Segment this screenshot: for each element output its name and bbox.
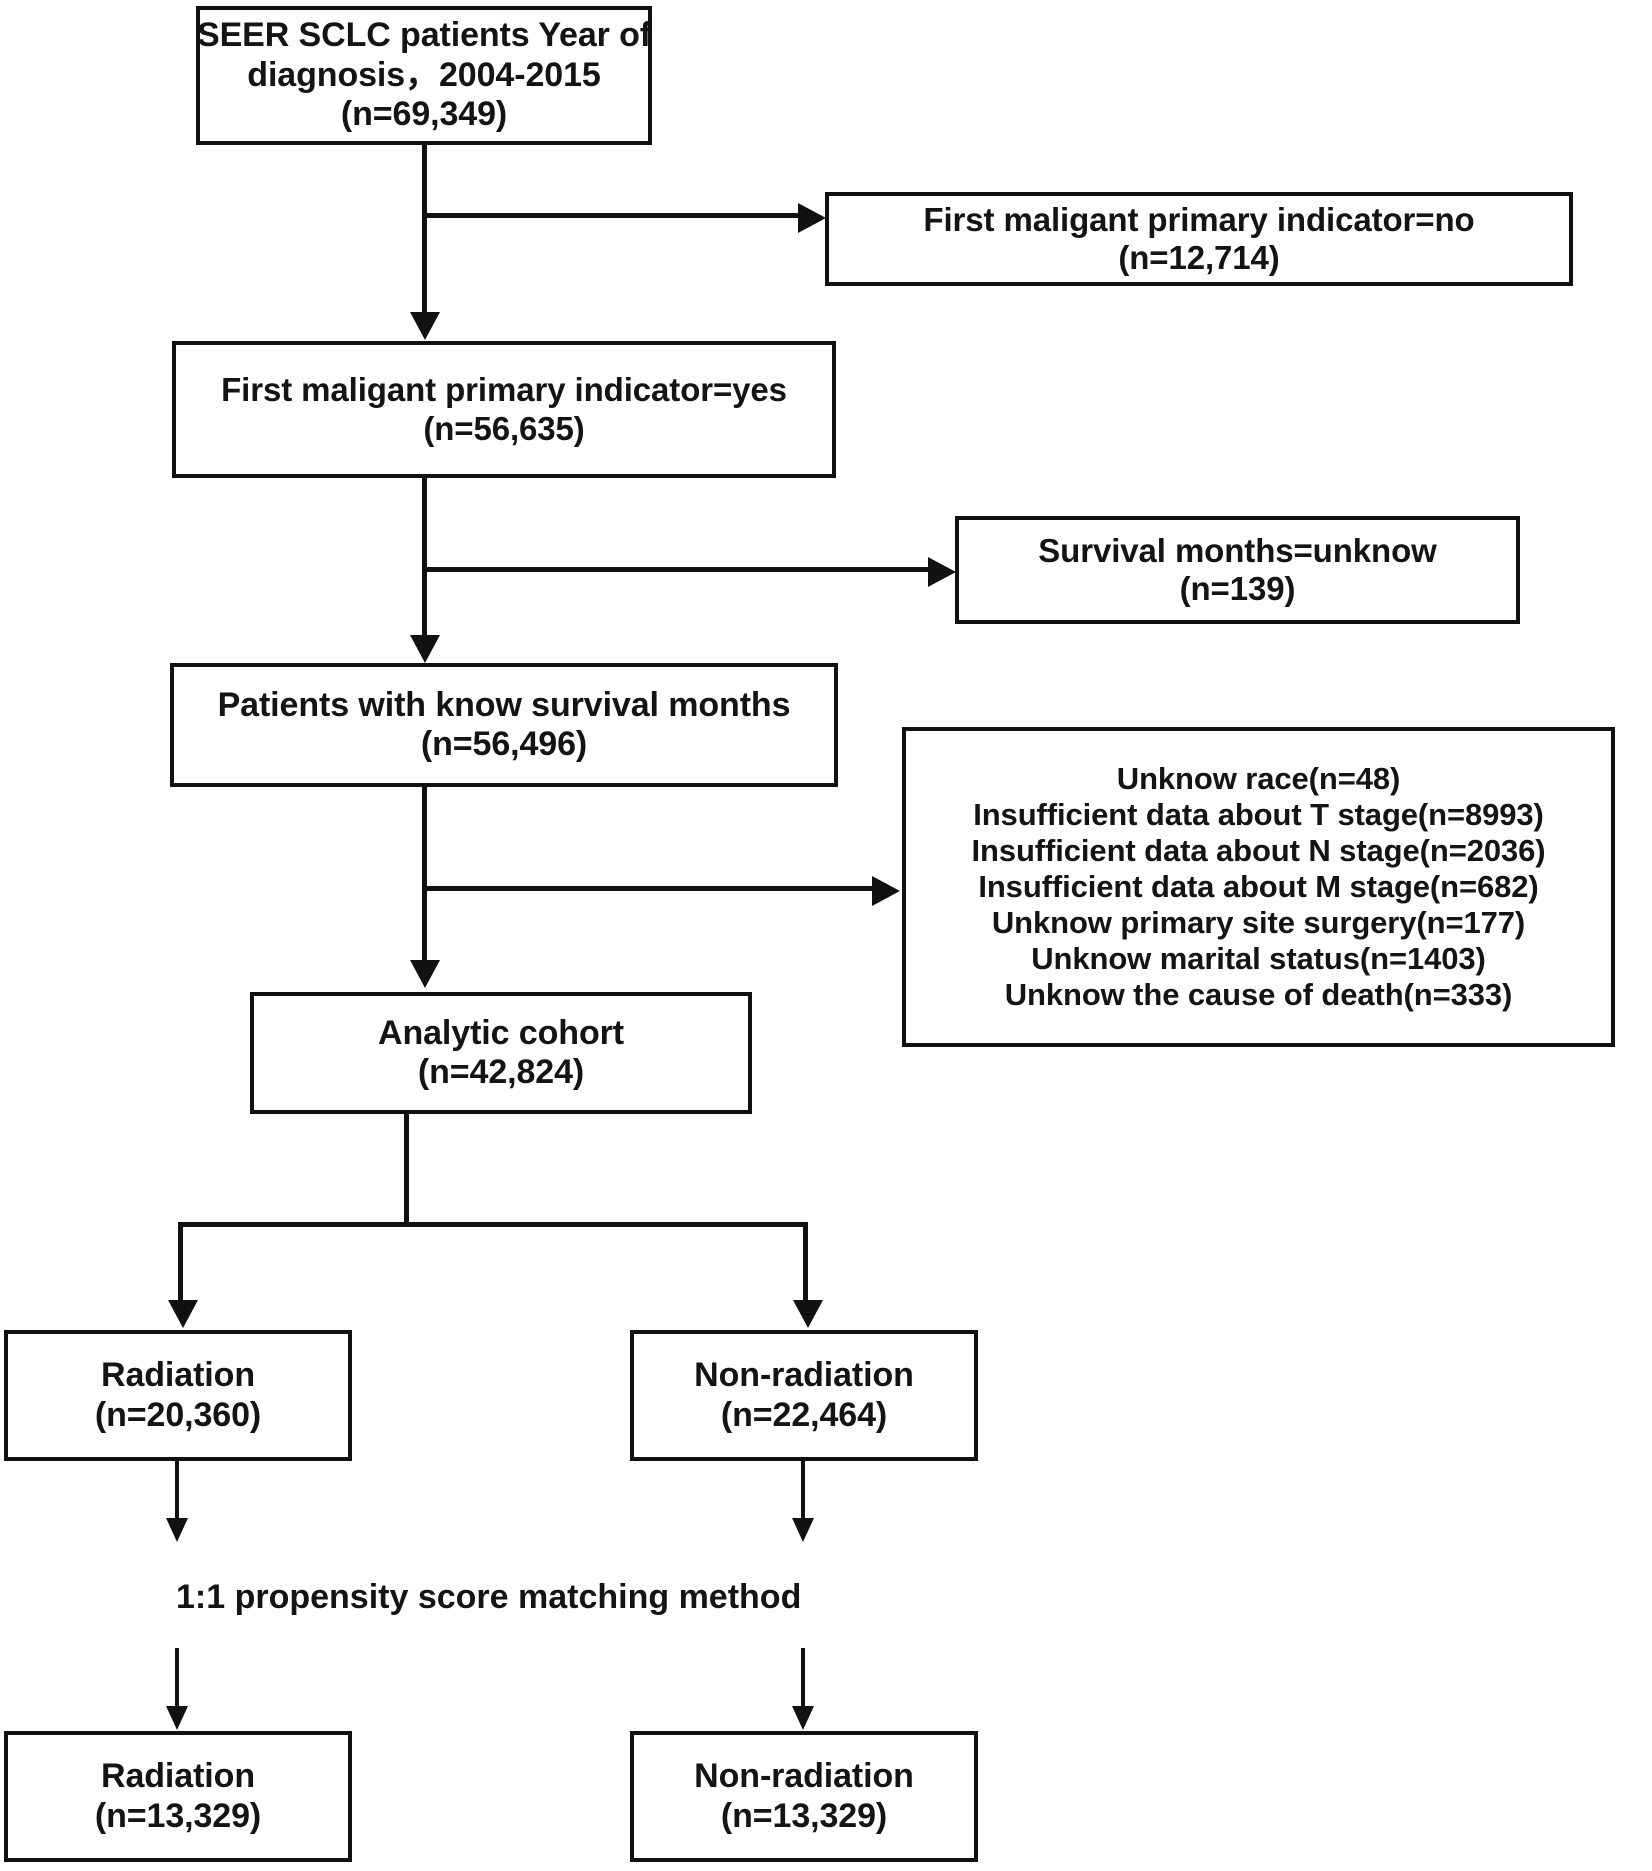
connector-analytic-to-non-radiation [803, 1222, 808, 1304]
node-excluded-other-line-2: Insufficient data about T stage(n=8993) [973, 797, 1544, 833]
node-source-cohort-line2: diagnosis，2004-2015 [247, 55, 601, 94]
node-radiation-pre-match-line2: (n=20,360) [94, 1395, 262, 1434]
node-known-survival: Patients with know survival months (n=56… [170, 663, 838, 787]
connector-matching-to-radiation-post [175, 1648, 179, 1713]
node-non-radiation-post-match-line2: (n=13,329) [720, 1796, 888, 1835]
node-non-radiation-pre-match-line2: (n=22,464) [720, 1395, 888, 1434]
node-radiation-pre-match-line1: Radiation [101, 1356, 255, 1395]
node-source-cohort-line3: (n=69,349) [340, 95, 508, 134]
arrow-radiation-to-matching [166, 1518, 188, 1542]
node-excluded-survival-unknown: Survival months=unknow (n=139) [955, 516, 1520, 624]
arrow-first-malignant-to-known-survival [410, 635, 440, 663]
node-first-malignant-yes-line2: (n=56,635) [423, 409, 585, 447]
node-excluded-first-malignant-no-line1: First maligant primary indicator=no [923, 200, 1475, 238]
connector-analytic-split [178, 1222, 808, 1227]
node-radiation-post-match-line2: (n=13,329) [94, 1796, 262, 1835]
connector-source-to-first-malignant [422, 145, 427, 315]
node-radiation-pre-match: Radiation (n=20,360) [4, 1330, 352, 1461]
node-analytic-cohort: Analytic cohort (n=42,824) [250, 992, 752, 1114]
node-excluded-survival-unknown-line1: Survival months=unknow [1038, 531, 1437, 569]
connector-exclusion-first-malignant [422, 213, 807, 218]
node-non-radiation-pre-match-line1: Non-radiation [694, 1356, 914, 1395]
node-analytic-cohort-line1: Analytic cohort [378, 1013, 624, 1052]
node-excluded-other-line-7: Unknow the cause of death(n=333) [1004, 976, 1513, 1012]
arrow-source-to-first-malignant [410, 312, 440, 340]
arrow-known-survival-to-analytic [410, 960, 440, 988]
connector-radiation-to-matching [175, 1461, 179, 1526]
connector-exclusion-other [422, 886, 878, 891]
node-excluded-other-line-1: Unknow race(n=48) [1116, 761, 1401, 797]
node-excluded-other-line-5: Unknow primary site surgery(n=177) [991, 904, 1526, 940]
arrow-exclusion-first-malignant [798, 203, 826, 233]
node-first-malignant-yes-line1: First maligant primary indicator=yes [221, 371, 787, 409]
node-analytic-cohort-line2: (n=42,824) [417, 1053, 585, 1091]
node-source-cohort-line1: SEER SCLC patients Year of [197, 16, 652, 55]
node-excluded-other: Unknow race(n=48) Insufficient data abou… [902, 727, 1615, 1047]
arrow-exclusion-survival-unknown [928, 557, 956, 587]
node-known-survival-line1: Patients with know survival months [217, 685, 791, 724]
node-radiation-post-match-line1: Radiation [101, 1757, 255, 1796]
label-matching-method: 1:1 propensity score matching method [176, 1578, 802, 1616]
node-first-malignant-yes: First maligant primary indicator=yes (n=… [172, 341, 836, 478]
node-non-radiation-post-match-line1: Non-radiation [694, 1757, 914, 1796]
arrow-matching-to-radiation-post [166, 1706, 188, 1730]
node-excluded-other-line-6: Unknow marital status(n=1403) [1031, 940, 1486, 976]
connector-matching-to-non-radiation-post [801, 1648, 805, 1713]
connector-first-malignant-to-known-survival [422, 478, 427, 638]
node-excluded-other-line-3: Insufficient data about N stage(n=2036) [971, 833, 1546, 869]
node-excluded-first-malignant-no: First maligant primary indicator=no (n=1… [825, 192, 1573, 286]
node-excluded-other-line-4: Insufficient data about M stage(n=682) [978, 869, 1539, 905]
connector-exclusion-survival-unknown [422, 567, 937, 572]
node-source-cohort: SEER SCLC patients Year of diagnosis，200… [196, 6, 652, 145]
connector-analytic-to-radiation [178, 1222, 183, 1304]
connector-analytic-trunk [404, 1114, 409, 1224]
arrow-matching-to-non-radiation-post [792, 1706, 814, 1730]
arrow-exclusion-other [872, 876, 900, 906]
node-non-radiation-post-match: Non-radiation (n=13,329) [630, 1731, 978, 1862]
node-known-survival-line2: (n=56,496) [420, 725, 588, 763]
arrow-analytic-to-radiation [168, 1300, 198, 1328]
connector-non-radiation-to-matching [801, 1461, 805, 1526]
node-non-radiation-pre-match: Non-radiation (n=22,464) [630, 1330, 978, 1461]
arrow-non-radiation-to-matching [792, 1518, 814, 1542]
arrow-analytic-to-non-radiation [793, 1300, 823, 1328]
node-excluded-survival-unknown-line2: (n=139) [1179, 570, 1296, 607]
connector-known-survival-to-analytic [422, 787, 427, 963]
node-radiation-post-match: Radiation (n=13,329) [4, 1731, 352, 1862]
node-excluded-first-malignant-no-line2: (n=12,714) [1118, 239, 1280, 276]
